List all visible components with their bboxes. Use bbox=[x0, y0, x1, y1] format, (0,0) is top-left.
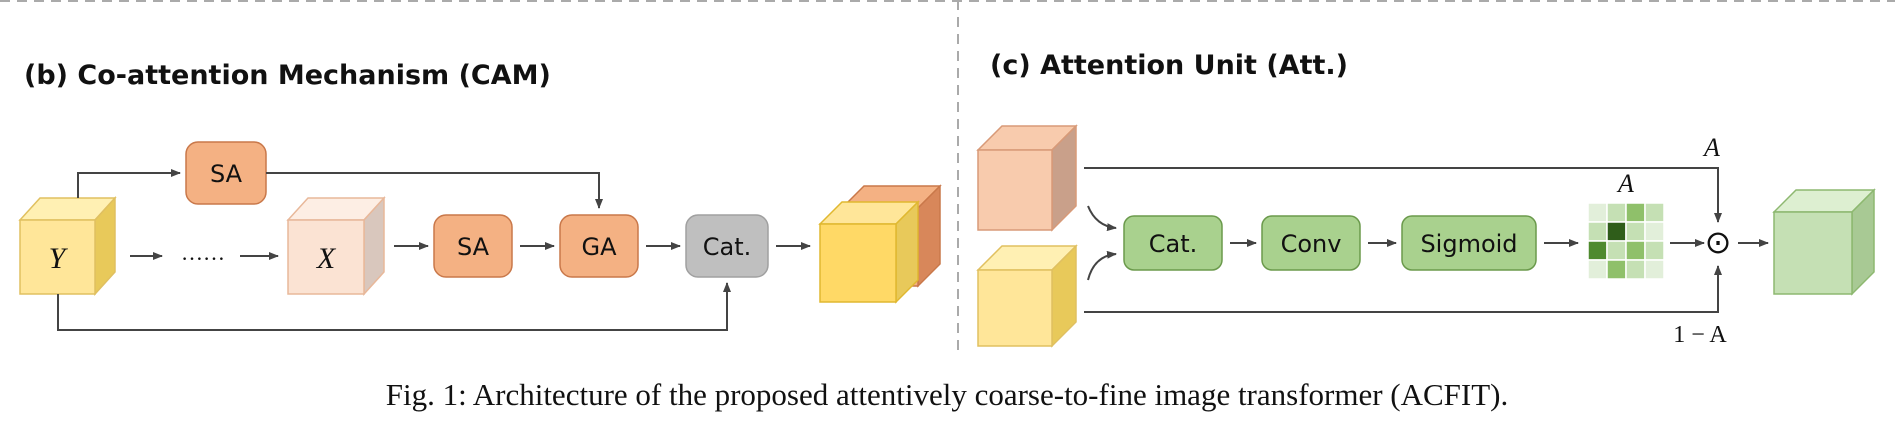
attention-map-cell bbox=[1625, 202, 1646, 223]
output-cube-c bbox=[1772, 188, 1876, 296]
attention-map-cell bbox=[1644, 221, 1665, 242]
arrow-yellow-cat bbox=[1087, 250, 1117, 281]
dots-label: …… bbox=[181, 240, 225, 265]
cat-box-b bbox=[685, 214, 769, 278]
input-cube-yellow bbox=[976, 244, 1078, 348]
cat-box-c bbox=[1123, 215, 1223, 271]
cat-label-b: Cat. bbox=[703, 233, 752, 261]
y-label: Y bbox=[49, 242, 69, 275]
figure-caption: Fig. 1: Architecture of the proposed att… bbox=[386, 377, 1509, 412]
attention-map-cell bbox=[1587, 202, 1608, 223]
sa-top-label: SA bbox=[210, 160, 243, 188]
x-label: X bbox=[316, 242, 337, 275]
attention-map-cell bbox=[1587, 221, 1608, 242]
arrow-sa-top-ga bbox=[266, 172, 603, 209]
arrow-peach-cat bbox=[1087, 205, 1117, 232]
a-top-label: A bbox=[1702, 133, 1720, 162]
attention-map bbox=[1587, 202, 1665, 280]
attention-map-cell bbox=[1625, 240, 1646, 261]
attention-map-cell bbox=[1625, 221, 1646, 242]
arrow-bottom-one-minus-a bbox=[1084, 265, 1722, 313]
output-cube-b bbox=[818, 184, 942, 304]
attention-map-cell bbox=[1606, 202, 1627, 223]
attention-map-cell bbox=[1625, 259, 1646, 280]
sa-mid-label: SA bbox=[457, 233, 490, 261]
arrow-y-cat bbox=[57, 282, 731, 331]
sigmoid-box bbox=[1401, 215, 1537, 271]
ga-box bbox=[559, 214, 639, 278]
conv-box bbox=[1261, 215, 1361, 271]
cat-label-c: Cat. bbox=[1149, 230, 1198, 258]
arrow-y-sa-top bbox=[77, 169, 181, 198]
ga-label: GA bbox=[581, 233, 617, 261]
attention-map-cell bbox=[1606, 221, 1627, 242]
one-minus-a-label: 1 − A bbox=[1673, 322, 1727, 348]
panel-b-title: (b) Co-attention Mechanism (CAM) bbox=[24, 60, 551, 91]
attention-map-cell bbox=[1644, 202, 1665, 223]
attention-map-cell bbox=[1644, 259, 1665, 280]
odot-operator: ⊙ bbox=[1705, 224, 1732, 260]
arrow-top-a bbox=[1084, 167, 1722, 223]
attention-map-cell bbox=[1587, 240, 1608, 261]
y-cube: Y bbox=[18, 196, 117, 296]
attention-map-cell bbox=[1606, 240, 1627, 261]
input-cube-peach bbox=[976, 124, 1078, 232]
sa-mid-box bbox=[433, 214, 513, 278]
attention-map-cell bbox=[1606, 259, 1627, 280]
panel-c-title: (c) Attention Unit (Att.) bbox=[990, 50, 1348, 81]
conv-label: Conv bbox=[1281, 230, 1342, 258]
x-cube: X bbox=[286, 196, 386, 296]
a-map-label: A bbox=[1616, 169, 1634, 198]
attention-map-cell bbox=[1644, 240, 1665, 261]
sigmoid-label: Sigmoid bbox=[1420, 230, 1517, 258]
attention-map-cell bbox=[1587, 259, 1608, 280]
